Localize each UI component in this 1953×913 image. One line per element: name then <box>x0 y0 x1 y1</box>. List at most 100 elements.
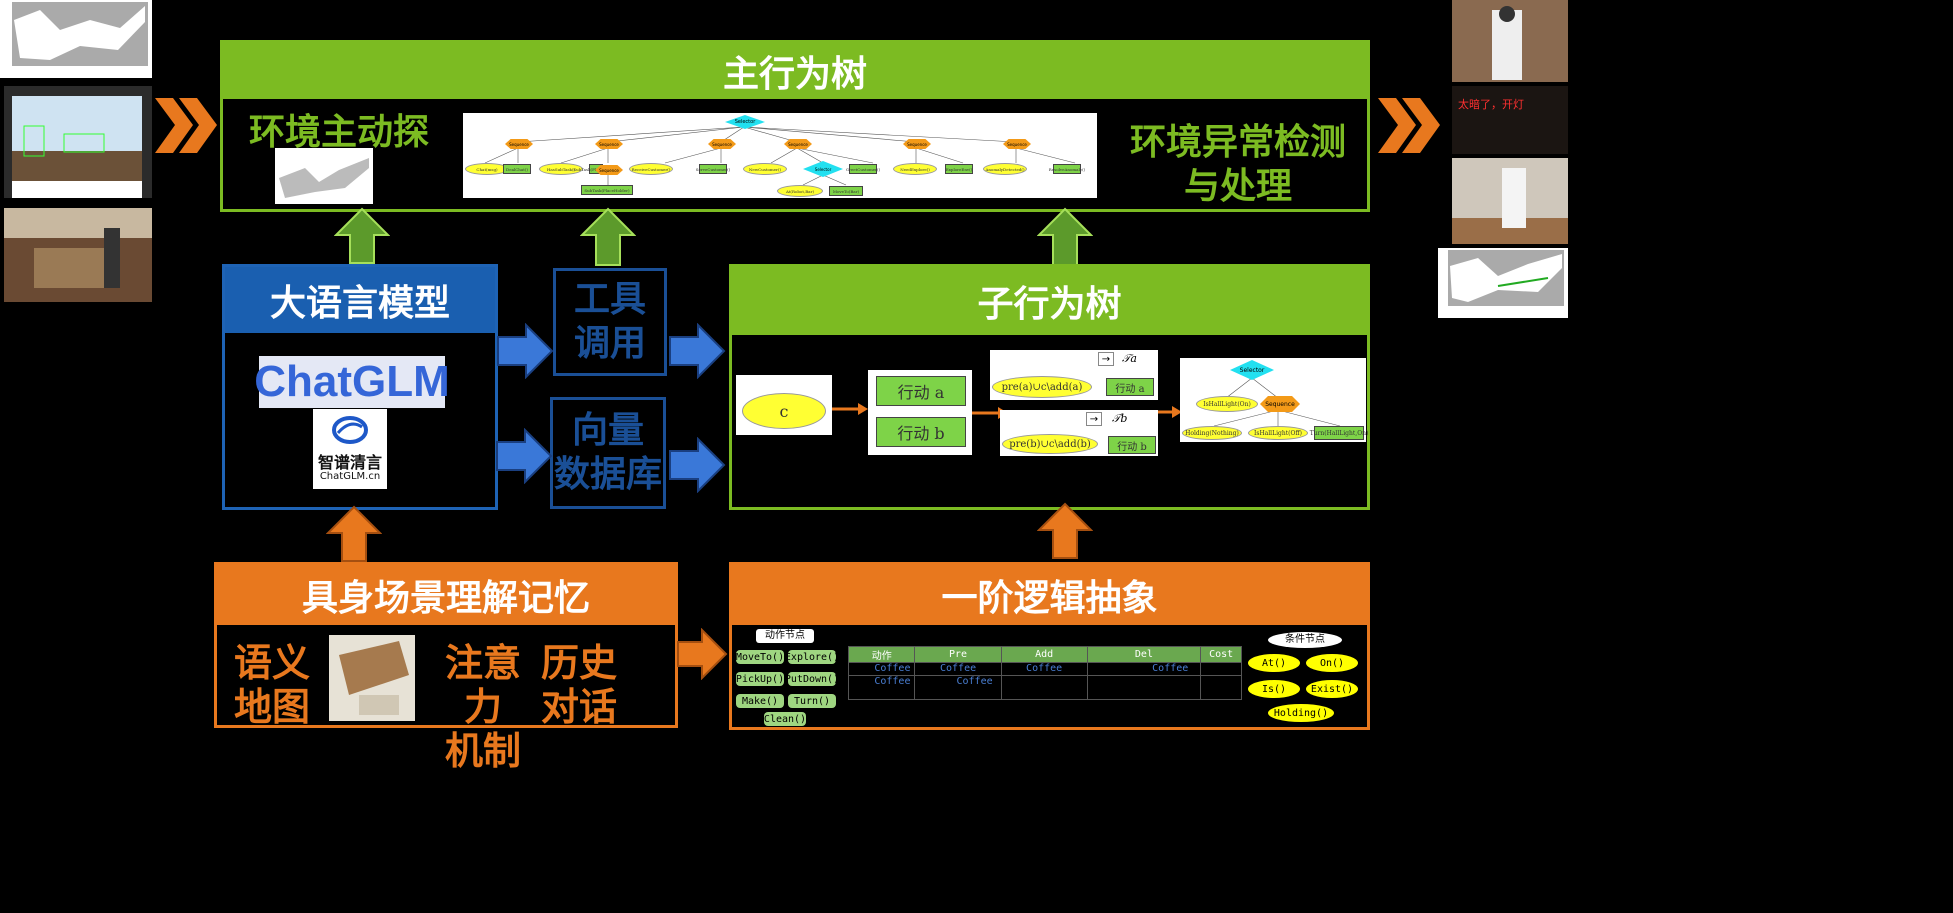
sub-bt-leaf-turn: Turn(HallLight,On) <box>1310 426 1368 440</box>
bt-action-leaf: ServeCustomer() <box>696 164 730 174</box>
bt-condition-leaf: AnomalyDetected() <box>983 163 1027 175</box>
bt-placeholder-leaf: SubTask(PlaceHolder) <box>581 185 633 195</box>
cafe-photo-thumbnail <box>4 208 152 302</box>
table-cell: Coffee <box>1000 662 1088 676</box>
arrow-up-icon <box>326 505 382 562</box>
env-anomaly-line1: 环境异常检测 <box>1129 122 1346 163</box>
table-cell: Coffee <box>914 675 1002 700</box>
action-a-node: 行动 a <box>876 376 966 406</box>
table-cell <box>1200 662 1242 676</box>
llm-title: 大语言模型 <box>225 267 495 333</box>
bt-root-selector: Selector <box>725 115 765 129</box>
arrow-right-icon <box>497 323 554 379</box>
sub-bt-selector: Selector <box>1230 360 1274 380</box>
action-nodes-header: 动作节点 <box>756 629 814 643</box>
bt-condition-leaf: ReceiveCustomer() <box>629 163 673 175</box>
table-cell: Coffee <box>847 662 916 676</box>
dark-room-photo: 太暗了，开灯 <box>1452 86 1568 154</box>
bt-condition-leaf: HasSubTask() <box>539 163 583 175</box>
vector-db-line1: 向量 <box>571 410 644 451</box>
robot-bar-photo <box>1452 0 1568 82</box>
bt-at-leaf: At(Robot,Bar) <box>777 185 823 197</box>
arrow-up-icon <box>1037 207 1093 266</box>
history-line2: 对话 <box>540 685 617 729</box>
ta-label: 𝒯a <box>1122 352 1137 365</box>
condition-chip: Holding() <box>1268 704 1334 722</box>
bt-sequence-node: Sequence <box>784 139 812 149</box>
condition-nodes-header: 条件节点 <box>1268 632 1342 648</box>
actions-card: 行动 a 行动 b <box>868 370 972 455</box>
attention-line2: 机制 <box>444 729 521 773</box>
table-header-action: 动作 <box>847 646 916 663</box>
bt-sub-selector: Selector <box>803 161 843 177</box>
arrow-up-icon <box>580 207 636 266</box>
action-table: 动作 Pre Add Del Cost Coffee Coffee Coffee… <box>847 646 1242 700</box>
history-label: 历史 对话 <box>539 641 619 729</box>
act-b-node: 行动 b <box>1108 436 1156 454</box>
main-tree-panel: 主行为树 环境主动探索 环境异常检测 与处理 <box>220 40 1370 212</box>
zhipu-site: ChatGLM.cn <box>319 471 381 482</box>
table-row: Coffee Coffee <box>847 675 1242 700</box>
arrow-up-icon <box>334 207 390 264</box>
logic-panel: 一阶逻辑抽象 <box>729 562 1370 730</box>
arrow-right-icon <box>677 628 728 680</box>
zhipu-icon <box>332 416 368 444</box>
bt-sequence-node: Sequence <box>505 139 533 149</box>
history-line1: 历史 <box>540 641 617 685</box>
semantic-map-label: 语义 地图 <box>229 641 315 729</box>
map-plot-thumbnail-right <box>1438 248 1568 318</box>
bt-action-leaf: ResolveAnomaly() <box>1049 164 1085 174</box>
condition-chip: Exist() <box>1306 680 1358 698</box>
arrow-right-icon <box>669 437 726 493</box>
arrow-right-icon <box>669 323 726 379</box>
table-header-pre: Pre <box>914 646 1002 663</box>
pre-a-node: pre(a)∪c\add(a) <box>992 376 1092 398</box>
tool-call-box: 工具 调用 <box>553 268 667 376</box>
table-cell <box>1000 675 1088 700</box>
act-a-node: 行动 a <box>1106 378 1154 396</box>
sub-bt-leaf-holding: Holding(Nothing) <box>1182 426 1242 440</box>
tree-ta-card: → 𝒯a pre(a)∪c\add(a) 行动 a <box>990 350 1158 400</box>
action-chip: PutDown() <box>784 672 840 686</box>
bt-condition-leaf: NeedExplore() <box>893 163 937 175</box>
main-bt-diagram: Selector Sequence Sequence Sequence Sequenc… <box>463 113 1097 198</box>
bt-action-leaf: ExploreEnv() <box>945 164 973 174</box>
tb-label: 𝒯b <box>1112 412 1128 425</box>
chevron-right-icon <box>1378 98 1440 153</box>
camera-view-thumbnail <box>4 86 152 198</box>
sub-bt-leaf-ishalllight-on: IsHallLight(On) <box>1196 396 1258 412</box>
action-chip: Turn() <box>788 694 836 708</box>
attention-label: 注意力 机制 <box>431 641 535 773</box>
vector-db-box: 向量 数据库 <box>550 397 666 509</box>
sub-bt-sequence: Sequence <box>1260 396 1300 412</box>
llm-panel: 大语言模型 ChatGLM 智谱清言 ChatGLM.cn <box>222 264 498 510</box>
condition-chip: On() <box>1306 654 1358 672</box>
sub-bt-diagram: Selector IsHallLight(On) Sequence Holdin… <box>1180 358 1368 442</box>
main-tree-title: 主行为树 <box>223 43 1367 99</box>
zhipu-logo: 智谱清言 ChatGLM.cn <box>313 409 387 489</box>
memory-title: 具身场景理解记忆 <box>217 565 675 625</box>
table-cell: Coffee <box>914 662 1002 676</box>
bt-sequence-node: Sequence <box>595 139 623 149</box>
bt-moveto-leaf: MoveTo(Bar) <box>829 186 863 196</box>
scene-photo <box>329 635 415 721</box>
action-chip: Clean() <box>763 712 807 726</box>
arrow-right-small-icon <box>1158 406 1182 418</box>
bt-sequence-node: Sequence <box>1003 139 1031 149</box>
sub-tree-title: 子行为树 <box>732 267 1367 335</box>
pre-b-node: pre(b)∪c\add(b) <box>1002 434 1098 454</box>
memory-panel: 具身场景理解记忆 语义 地图 注意力 机制 历史 对话 <box>214 562 678 773</box>
table-cell: Coffee <box>847 675 916 700</box>
dark-room-caption: 太暗了，开灯 <box>1458 98 1524 111</box>
chevron-right-icon <box>155 98 217 153</box>
robot-room-photo <box>1452 158 1568 244</box>
arrow-up-icon <box>1037 502 1093 559</box>
vector-db-line2: 数据库 <box>553 454 662 495</box>
bt-action-leaf: DealChat() <box>503 164 531 174</box>
bt-sequence-node: Sequence <box>708 139 736 149</box>
table-header-add: Add <box>1000 646 1088 663</box>
bt-action-leaf: GreetCustomer() <box>846 164 880 174</box>
table-row: Coffee Coffee Coffee Coffee <box>847 662 1242 676</box>
tool-call-line1: 工具 <box>573 279 646 320</box>
bt-condition-leaf: NewCustomer() <box>743 163 787 175</box>
